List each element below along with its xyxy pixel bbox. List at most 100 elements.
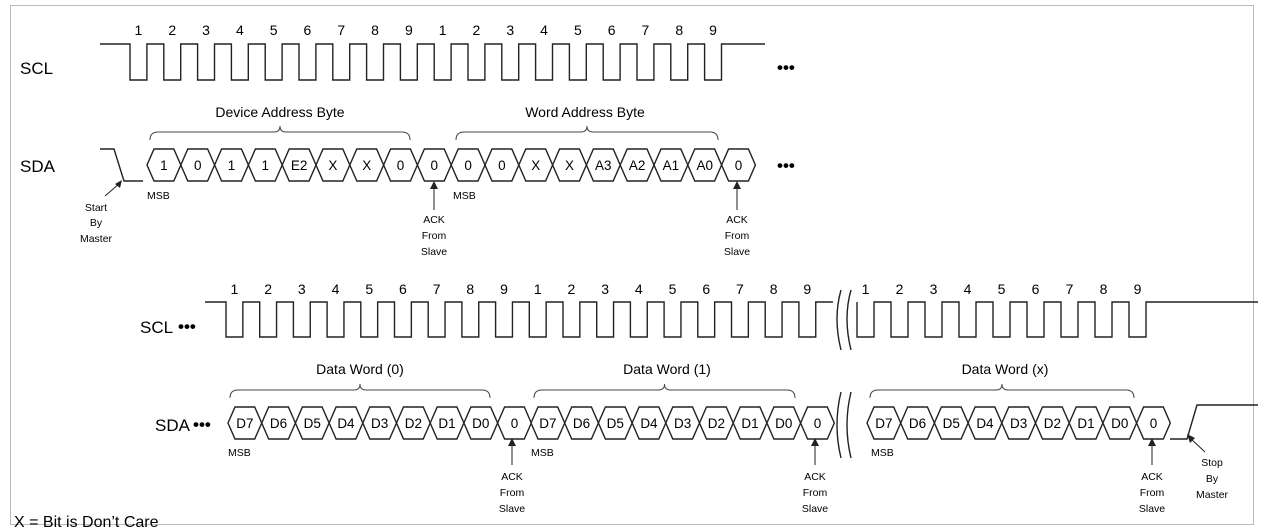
sda2-bit: D1 (1077, 416, 1094, 431)
sda1-bit: X (328, 158, 337, 173)
svg-text:From: From (1140, 487, 1165, 499)
msb-label-1a: MSB (147, 190, 170, 202)
sda2-bit: D2 (405, 416, 422, 431)
svg-text:Start: Start (85, 202, 107, 214)
sda2-bit: D6 (573, 416, 590, 431)
sda2-bit: D7 (875, 416, 892, 431)
clock-number: 3 (601, 281, 609, 297)
svg-text:Master: Master (80, 233, 113, 245)
sda2-bit: D6 (909, 416, 926, 431)
sda2-bit: D7 (539, 416, 556, 431)
sda2-bit: D2 (708, 416, 725, 431)
sda1-bit: A1 (663, 158, 680, 173)
sda1-bit: 1 (160, 158, 168, 173)
ack-annotation-2c: ACK From Slave (1139, 438, 1165, 515)
clock-number: 6 (702, 281, 710, 297)
clock-number: 7 (736, 281, 744, 297)
clock-number: 4 (332, 281, 340, 297)
clock-number: 6 (304, 22, 312, 38)
sda1-bit: 0 (194, 158, 202, 173)
sda2-bit: D6 (270, 416, 287, 431)
clock-number: 1 (231, 281, 239, 297)
sda2-bit: D4 (337, 416, 355, 431)
brace (229, 383, 491, 399)
clock-number: 4 (964, 281, 972, 297)
clock-number: 7 (642, 22, 650, 38)
clock-number: 8 (675, 22, 683, 38)
sda2-bit: D4 (640, 416, 658, 431)
sda2-bit: D5 (607, 416, 624, 431)
clock-number: 7 (433, 281, 441, 297)
sda2-bit: D5 (304, 416, 321, 431)
svg-text:From: From (725, 230, 750, 242)
svg-text:Slave: Slave (802, 503, 828, 515)
svg-text:By: By (90, 217, 103, 229)
svg-text:ACK: ACK (1141, 471, 1163, 483)
scl-waveform-1 (100, 43, 765, 81)
time-break-marks (836, 289, 852, 459)
clock-number: 4 (236, 22, 244, 38)
svg-text:Slave: Slave (421, 246, 447, 258)
sda1-bit: 1 (228, 158, 236, 173)
ack-annotation-2b: ACK From Slave (802, 438, 828, 515)
byte-braces-1 (149, 125, 719, 141)
svg-text:ACK: ACK (423, 214, 445, 226)
sda2-bit: D1 (741, 416, 758, 431)
svg-text:Slave: Slave (499, 503, 525, 515)
ack-annotation-1b: ACK From Slave (724, 181, 750, 258)
sda1-bit-shape (720, 148, 757, 182)
sda2-bit: D3 (1010, 416, 1027, 431)
ack-annotation-1a: ACK From Slave (421, 181, 447, 258)
clock-number: 5 (574, 22, 582, 38)
svg-text:ACK: ACK (726, 214, 748, 226)
sda2-bit: D0 (1111, 416, 1128, 431)
group-word-address-byte: Word Address Byte (525, 104, 645, 120)
sda1-bit: 0 (431, 158, 439, 173)
clock-number: 1 (862, 281, 870, 297)
group-device-address-byte: Device Address Byte (215, 104, 344, 120)
sda1-bit: X (565, 158, 574, 173)
brace (149, 125, 411, 141)
clock-number: 6 (1032, 281, 1040, 297)
sda2-bit: D4 (976, 416, 994, 431)
clock-number: 7 (337, 22, 345, 38)
sda2-bit: D0 (775, 416, 792, 431)
footnote: X = Bit is Don’t Care (14, 514, 159, 530)
svg-text:ACK: ACK (501, 471, 523, 483)
clock-number: 3 (506, 22, 514, 38)
sda2-bit: D7 (236, 416, 253, 431)
clock-number: 5 (998, 281, 1006, 297)
clock-number: 5 (270, 22, 278, 38)
clock-number: 2 (168, 22, 176, 38)
clock-number: 4 (635, 281, 643, 297)
sda-label-1: SDA (20, 157, 56, 176)
sda2-bit: D3 (674, 416, 691, 431)
ellipsis-sda-2: ••• (193, 415, 211, 434)
clock-number: 8 (770, 281, 778, 297)
sda1-bit: E2 (291, 158, 308, 173)
stop-annotation: Stop By Master (1187, 434, 1229, 501)
clock-number: 6 (399, 281, 407, 297)
svg-text:Slave: Slave (724, 246, 750, 258)
scl-label-2: SCL (140, 318, 173, 337)
sda2-bit: D2 (1044, 416, 1061, 431)
msb-label-2b: MSB (531, 447, 554, 459)
clock-number: 8 (371, 22, 379, 38)
sda2-bit: D0 (472, 416, 489, 431)
clock-number: 9 (803, 281, 811, 297)
clock-number: 6 (608, 22, 616, 38)
clock-number: 2 (896, 281, 904, 297)
ellipsis-sda-1: ••• (777, 156, 795, 175)
sda2-bit: 0 (814, 416, 822, 431)
clock-number: 9 (500, 281, 508, 297)
svg-text:From: From (500, 487, 525, 499)
diagram-frame (10, 5, 1254, 525)
msb-label-2a: MSB (228, 447, 251, 459)
clock-number: 2 (264, 281, 272, 297)
sda1-bit: A2 (629, 158, 646, 173)
clock-number: 7 (1066, 281, 1074, 297)
ellipsis-scl-2: ••• (178, 317, 196, 336)
group-data-word-x: Data Word (x) (962, 361, 1049, 377)
